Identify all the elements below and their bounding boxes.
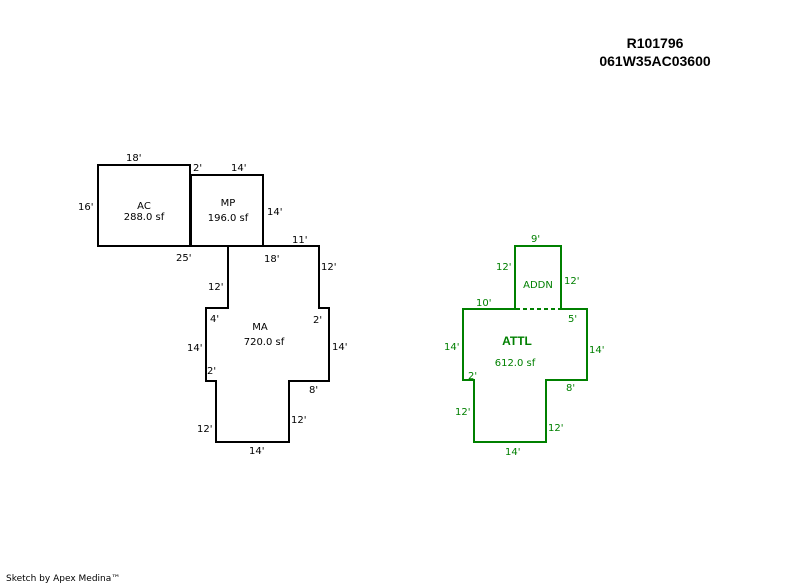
dim-attl-top-right: 5' bbox=[568, 314, 577, 325]
dim-attl-left-lower: 12' bbox=[455, 407, 470, 418]
dim-attl-bottom: 14' bbox=[505, 447, 520, 458]
dim-addn-right: 12' bbox=[564, 276, 579, 287]
dim-mp-top: 14' bbox=[231, 163, 246, 174]
dim-ma-bottom: 14' bbox=[249, 446, 264, 457]
dim-ma-left-notch: 4' bbox=[210, 314, 219, 325]
dim-ma-right-upper: 12' bbox=[321, 262, 336, 273]
left-building-sketch bbox=[97, 164, 330, 443]
addn-code: ADDN bbox=[523, 280, 553, 291]
dim-ma-right-notch2: 8' bbox=[309, 385, 318, 396]
ac-area: 288.0 sf bbox=[124, 212, 165, 223]
dim-ma-right-mid: 14' bbox=[332, 342, 347, 353]
map-number: 061W35AC03600 bbox=[599, 53, 711, 69]
record-id: R101796 bbox=[626, 35, 684, 51]
dim-attl-left-notch: 2' bbox=[468, 371, 477, 382]
dim-mp-bottom: 18' bbox=[264, 254, 279, 265]
dim-ma-left-mid: 14' bbox=[187, 343, 202, 354]
dim-ma-right-notch: 2' bbox=[313, 315, 322, 326]
mp-area-outline bbox=[190, 174, 264, 247]
dim-ma-left-upper: 12' bbox=[208, 282, 223, 293]
attl-area-outline bbox=[462, 308, 588, 443]
dim-addn-top: 9' bbox=[531, 234, 540, 245]
dim-attl-top-left: 10' bbox=[476, 298, 491, 309]
dim-addn-left: 12' bbox=[496, 262, 511, 273]
ma-code: MA bbox=[252, 322, 268, 333]
dim-ma-right-lower: 12' bbox=[291, 415, 306, 426]
addn-area-outline bbox=[514, 245, 562, 309]
sketch-credit: Sketch by Apex Medina™ bbox=[6, 574, 121, 584]
ac-code: AC bbox=[137, 201, 151, 212]
mp-area: 196.0 sf bbox=[208, 213, 249, 224]
dim-ma-left-lower: 12' bbox=[197, 424, 212, 435]
attl-code: ATTL bbox=[502, 334, 532, 348]
dim-gap-top: 2' bbox=[193, 163, 202, 174]
dim-ac-bottom: 25' bbox=[176, 253, 191, 264]
dim-attl-right-mid: 14' bbox=[589, 345, 604, 356]
dim-ma-left-notch2: 2' bbox=[207, 366, 216, 377]
dim-mp-right: 14' bbox=[267, 207, 282, 218]
dim-attl-right-lower: 12' bbox=[548, 423, 563, 434]
ma-area-outline bbox=[205, 245, 330, 443]
mp-code: MP bbox=[221, 198, 236, 209]
ma-area: 720.0 sf bbox=[244, 337, 285, 348]
dim-ac-top: 18' bbox=[126, 153, 141, 164]
parcel-header: R101796 061W35AC03600 bbox=[560, 34, 750, 70]
dim-attl-left-mid: 14' bbox=[444, 342, 459, 353]
dim-ma-top-right: 11' bbox=[292, 235, 307, 246]
attl-area: 612.0 sf bbox=[495, 358, 536, 369]
dim-attl-right-notch: 8' bbox=[566, 383, 575, 394]
dim-ac-left: 16' bbox=[78, 202, 93, 213]
